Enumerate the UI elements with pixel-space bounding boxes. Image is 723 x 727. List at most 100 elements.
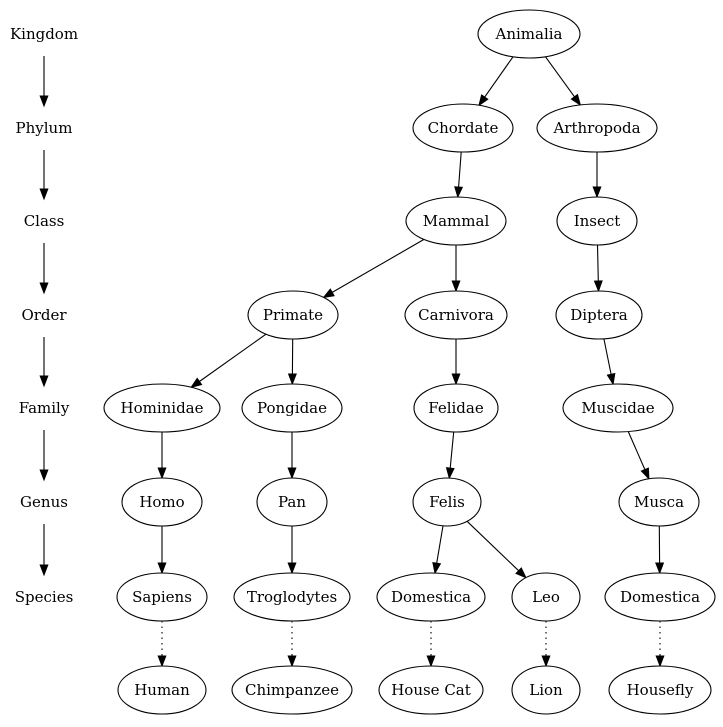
- rank-edges-layer: [39, 56, 49, 577]
- edge-musca-to-domestica-fly: [655, 525, 665, 575]
- node-domestica-fly-label: Domestica: [620, 588, 700, 606]
- edge-insect-to-diptera: [593, 244, 603, 293]
- node-pan-ellipse: [256, 477, 328, 527]
- edge-primate-to-hominidae-line: [199, 333, 267, 382]
- node-mammal: Mammal: [405, 196, 507, 246]
- node-house-cat-ellipse: [378, 665, 484, 715]
- node-chordate: Chordate: [412, 103, 514, 153]
- edge-primate-to-pongidae: [287, 338, 297, 386]
- edge-animalia-to-chordate-arrowhead: [478, 94, 489, 107]
- edge-muscidae-to-musca: [627, 431, 650, 481]
- edge-domestica-fly-to-housefly-arrowhead: [655, 655, 665, 668]
- node-domestica-cat: Domestica: [376, 572, 486, 622]
- node-troglodytes: Troglodytes: [233, 572, 351, 622]
- node-chimpanzee-ellipse: [231, 665, 353, 715]
- node-primate-ellipse: [247, 290, 339, 340]
- edge-sapiens-to-human: [157, 621, 167, 668]
- edge-hominidae-to-homo: [157, 432, 167, 480]
- node-domestica-cat-ellipse: [376, 572, 486, 622]
- node-arthropoda-ellipse: [536, 103, 658, 153]
- node-animalia-ellipse: [477, 9, 581, 59]
- rank-arrow-genus-to-species: [39, 524, 49, 577]
- node-human: Human: [117, 665, 207, 715]
- node-felidae-ellipse: [413, 383, 499, 433]
- rank-label-phylum: Phylum: [16, 119, 73, 137]
- node-housefly: Housefly: [608, 665, 712, 715]
- rank-arrow-class-to-order: [39, 243, 49, 295]
- edge-pongidae-to-pan-arrowhead: [287, 467, 297, 480]
- node-human-label: Human: [134, 681, 190, 699]
- node-leo-ellipse: [511, 572, 581, 622]
- node-felidae-label: Felidae: [428, 399, 484, 417]
- node-insect-ellipse: [556, 196, 638, 246]
- edge-felis-to-domestica-cat-line: [436, 525, 444, 564]
- rank-arrow-phylum-to-class-arrowhead: [39, 188, 49, 201]
- node-carnivora-label: Carnivora: [418, 306, 494, 324]
- node-house-cat-label: House Cat: [391, 681, 471, 699]
- edge-domestica-cat-to-house-cat: [426, 621, 436, 668]
- node-sapiens-ellipse: [116, 572, 208, 622]
- node-felis-label: Felis: [429, 493, 465, 511]
- node-diptera-ellipse: [555, 290, 643, 340]
- rank-arrow-order-to-family: [39, 337, 49, 388]
- node-mammal-label: Mammal: [423, 212, 490, 230]
- edge-animalia-to-chordate: [478, 56, 514, 107]
- node-pongidae: Pongidae: [241, 383, 343, 433]
- node-pan: Pan: [256, 477, 328, 527]
- node-troglodytes-label: Troglodytes: [247, 588, 337, 606]
- node-pongidae-label: Pongidae: [257, 399, 327, 417]
- edge-sapiens-to-human-arrowhead: [157, 655, 167, 668]
- edge-chordate-to-mammal-arrowhead: [454, 186, 464, 199]
- edge-hominidae-to-homo-arrowhead: [157, 467, 167, 480]
- edge-felis-to-domestica-cat-arrowhead: [432, 561, 442, 575]
- edge-primate-to-pongidae-arrowhead: [287, 373, 297, 386]
- node-diptera-label: Diptera: [570, 306, 628, 324]
- node-felidae: Felidae: [413, 383, 499, 433]
- node-hominidae: Hominidae: [103, 383, 221, 433]
- node-felis-ellipse: [412, 477, 482, 527]
- node-house-cat: House Cat: [378, 665, 484, 715]
- edge-felidae-to-felis: [445, 431, 455, 480]
- node-lion-ellipse: [511, 665, 581, 715]
- edge-muscidae-to-musca-arrowhead: [640, 467, 650, 481]
- node-carnivora: Carnivora: [404, 290, 508, 340]
- edge-primate-to-hominidae: [190, 333, 267, 389]
- edge-felis-to-leo-line: [466, 520, 519, 572]
- edge-troglodytes-to-chimpanzee: [287, 621, 297, 668]
- edge-felis-to-domestica-cat: [432, 525, 444, 575]
- edge-domestica-fly-to-housefly: [655, 621, 665, 668]
- node-chordate-ellipse: [412, 103, 514, 153]
- edge-mammal-to-primate-arrowhead: [322, 288, 335, 299]
- node-human-ellipse: [117, 665, 207, 715]
- node-primate: Primate: [247, 290, 339, 340]
- rank-arrow-kingdom-to-phylum-arrowhead: [39, 95, 49, 108]
- edge-mammal-to-primate: [322, 238, 425, 299]
- edge-carnivora-to-felidae: [451, 339, 461, 386]
- edge-chordate-to-mammal-line: [458, 151, 462, 188]
- rank-label-species: Species: [15, 588, 74, 606]
- node-chimpanzee-label: Chimpanzee: [245, 681, 339, 699]
- edge-animalia-to-arthropoda-arrowhead: [570, 93, 582, 107]
- edge-pan-to-troglodytes: [287, 526, 297, 575]
- edge-felis-to-leo-arrowhead: [515, 567, 527, 579]
- rank-arrow-phylum-to-class: [39, 150, 49, 201]
- edge-domestica-cat-to-house-cat-arrowhead: [426, 655, 436, 668]
- edge-mammal-to-primate-line: [331, 238, 425, 293]
- edge-muscidae-to-musca-line: [627, 431, 646, 470]
- edge-insect-to-diptera-line: [596, 244, 599, 282]
- edge-animalia-to-arthropoda-line: [544, 56, 575, 98]
- rank-arrow-family-to-genus-arrowhead: [39, 469, 49, 482]
- node-pongidae-ellipse: [241, 383, 343, 433]
- node-housefly-label: Housefly: [627, 681, 694, 699]
- edge-animalia-to-arthropoda: [544, 56, 582, 107]
- edge-diptera-to-muscidae-arrowhead: [606, 372, 616, 386]
- rank-label-order: Order: [21, 306, 67, 324]
- node-arthropoda-label: Arthropoda: [552, 119, 640, 137]
- node-lion-label: Lion: [529, 681, 563, 699]
- node-homo: Homo: [121, 477, 203, 527]
- node-lion: Lion: [511, 665, 581, 715]
- rank-label-kingdom: Kingdom: [10, 25, 78, 43]
- node-domestica-fly-ellipse: [604, 572, 716, 622]
- rank-labels-layer: KingdomPhylumClassOrderFamilyGenusSpecie…: [10, 25, 78, 606]
